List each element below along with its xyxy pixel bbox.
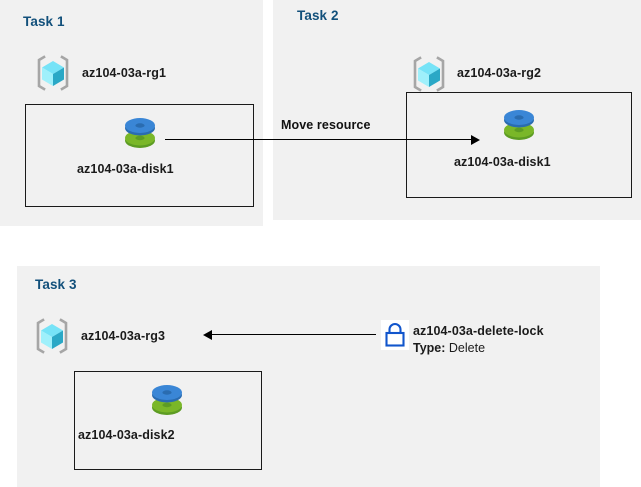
panel-title-task-3: Task 3 bbox=[35, 277, 77, 292]
resource-container-task-3 bbox=[74, 371, 262, 470]
panel-title-task-2: Task 2 bbox=[297, 8, 339, 23]
resource-group-label-rg1: az104-03a-rg1 bbox=[82, 66, 166, 80]
resource-label-disk1-task-2: az104-03a-disk1 bbox=[454, 155, 551, 169]
resource-container-task-1 bbox=[25, 104, 254, 207]
resource-group-cube-icon bbox=[32, 317, 72, 355]
resource-group-label-rg3: az104-03a-rg3 bbox=[81, 329, 165, 343]
connector-line-move-resource bbox=[165, 139, 473, 141]
connector-arrowhead-move-resource bbox=[471, 135, 480, 145]
lock-type-row: Type: Delete bbox=[413, 341, 485, 355]
resource-group-cube-icon bbox=[409, 55, 449, 93]
resource-container-task-2 bbox=[406, 92, 632, 198]
padlock-icon bbox=[381, 320, 409, 350]
panel-task-2: Task 2 az104-03a-rg2 az104-03a-disk1 bbox=[273, 0, 641, 220]
managed-disk-icon bbox=[499, 105, 539, 147]
connector-arrowhead-lock-to-rg3 bbox=[203, 330, 212, 340]
resource-label-disk1-task-1: az104-03a-disk1 bbox=[77, 162, 174, 176]
panel-task-1: Task 1 az104-03a-rg1 az104-03a-disk1 bbox=[0, 0, 263, 226]
resource-group-cube-icon bbox=[33, 54, 73, 92]
managed-disk-icon bbox=[147, 380, 187, 422]
managed-disk-icon bbox=[120, 113, 160, 155]
lock-type-value: Delete bbox=[448, 341, 486, 355]
lock-label: az104-03a-delete-lock bbox=[413, 324, 544, 338]
panel-task-3: Task 3 az104-03a-rg3 az104-03a-disk2 az1… bbox=[17, 266, 600, 487]
resource-label-disk2-task-3: az104-03a-disk2 bbox=[78, 428, 175, 442]
connector-line-lock-to-rg3 bbox=[212, 334, 376, 336]
connector-label-move-resource: Move resource bbox=[281, 118, 371, 132]
lock-type-key: Type: bbox=[413, 341, 446, 355]
resource-group-label-rg2: az104-03a-rg2 bbox=[457, 66, 541, 80]
panel-title-task-1: Task 1 bbox=[23, 14, 65, 29]
